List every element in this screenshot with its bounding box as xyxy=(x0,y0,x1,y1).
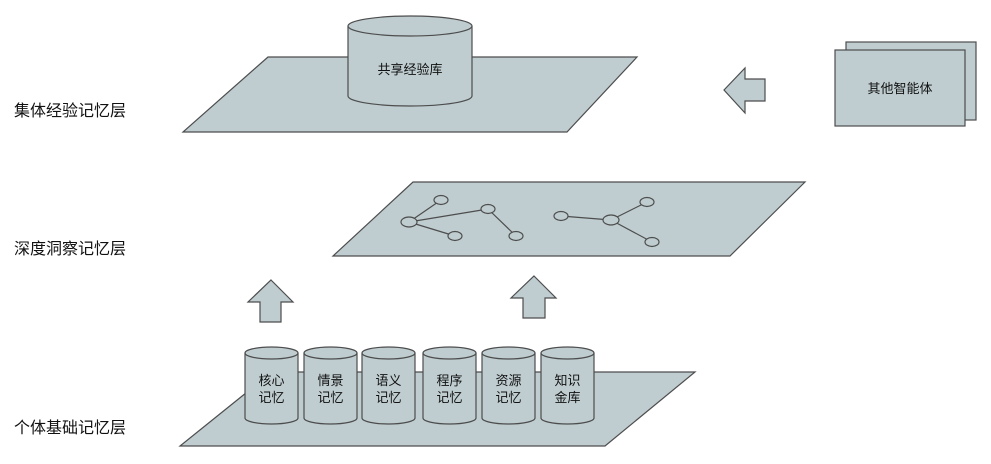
layer-label-individual: 个体基础记忆层 xyxy=(14,418,127,437)
memory-store-label-line1: 核心 xyxy=(258,374,284,389)
graph-node xyxy=(553,210,569,222)
graph-node xyxy=(639,196,655,208)
memory-store-label-line2: 记忆 xyxy=(317,390,343,406)
memory-store-label-line1: 程序 xyxy=(436,374,462,389)
memory-store-label-line2: 金库 xyxy=(554,390,580,406)
shared-experience-store: 共享经验库 xyxy=(347,15,473,107)
memory-store-label-line2: 记忆 xyxy=(495,390,521,406)
memory-store-label-line1: 情景 xyxy=(317,374,343,389)
graph-node xyxy=(400,216,418,228)
shared-store-label: 共享经验库 xyxy=(377,62,442,78)
memory-store-label-line2: 记忆 xyxy=(375,390,401,406)
left-arrow-icon xyxy=(723,66,766,115)
graph-node xyxy=(644,236,660,248)
other-agents-box: 其他智能体 xyxy=(834,41,977,127)
layer-label-insight: 深度洞察记忆层 xyxy=(14,239,127,258)
graph-node xyxy=(480,203,496,215)
memory-store-label-line2: 记忆 xyxy=(258,390,284,406)
graph-node xyxy=(508,230,524,242)
layer-label-collective: 集体经验记忆层 xyxy=(14,101,127,120)
memory-store-label-line1: 语义 xyxy=(375,374,401,389)
graph-node xyxy=(447,230,463,242)
memory-store-label-line1: 资源 xyxy=(495,374,521,389)
insight-graph-nodes xyxy=(400,194,660,248)
up-arrow-icon xyxy=(509,275,558,319)
graph-node xyxy=(602,214,620,226)
memory-store-label-line1: 知识 xyxy=(554,373,580,389)
memory-store-label-line2: 记忆 xyxy=(436,390,462,406)
graph-node xyxy=(433,194,449,206)
other-agents-label: 其他智能体 xyxy=(867,82,932,97)
up-arrow-icon xyxy=(246,279,295,323)
